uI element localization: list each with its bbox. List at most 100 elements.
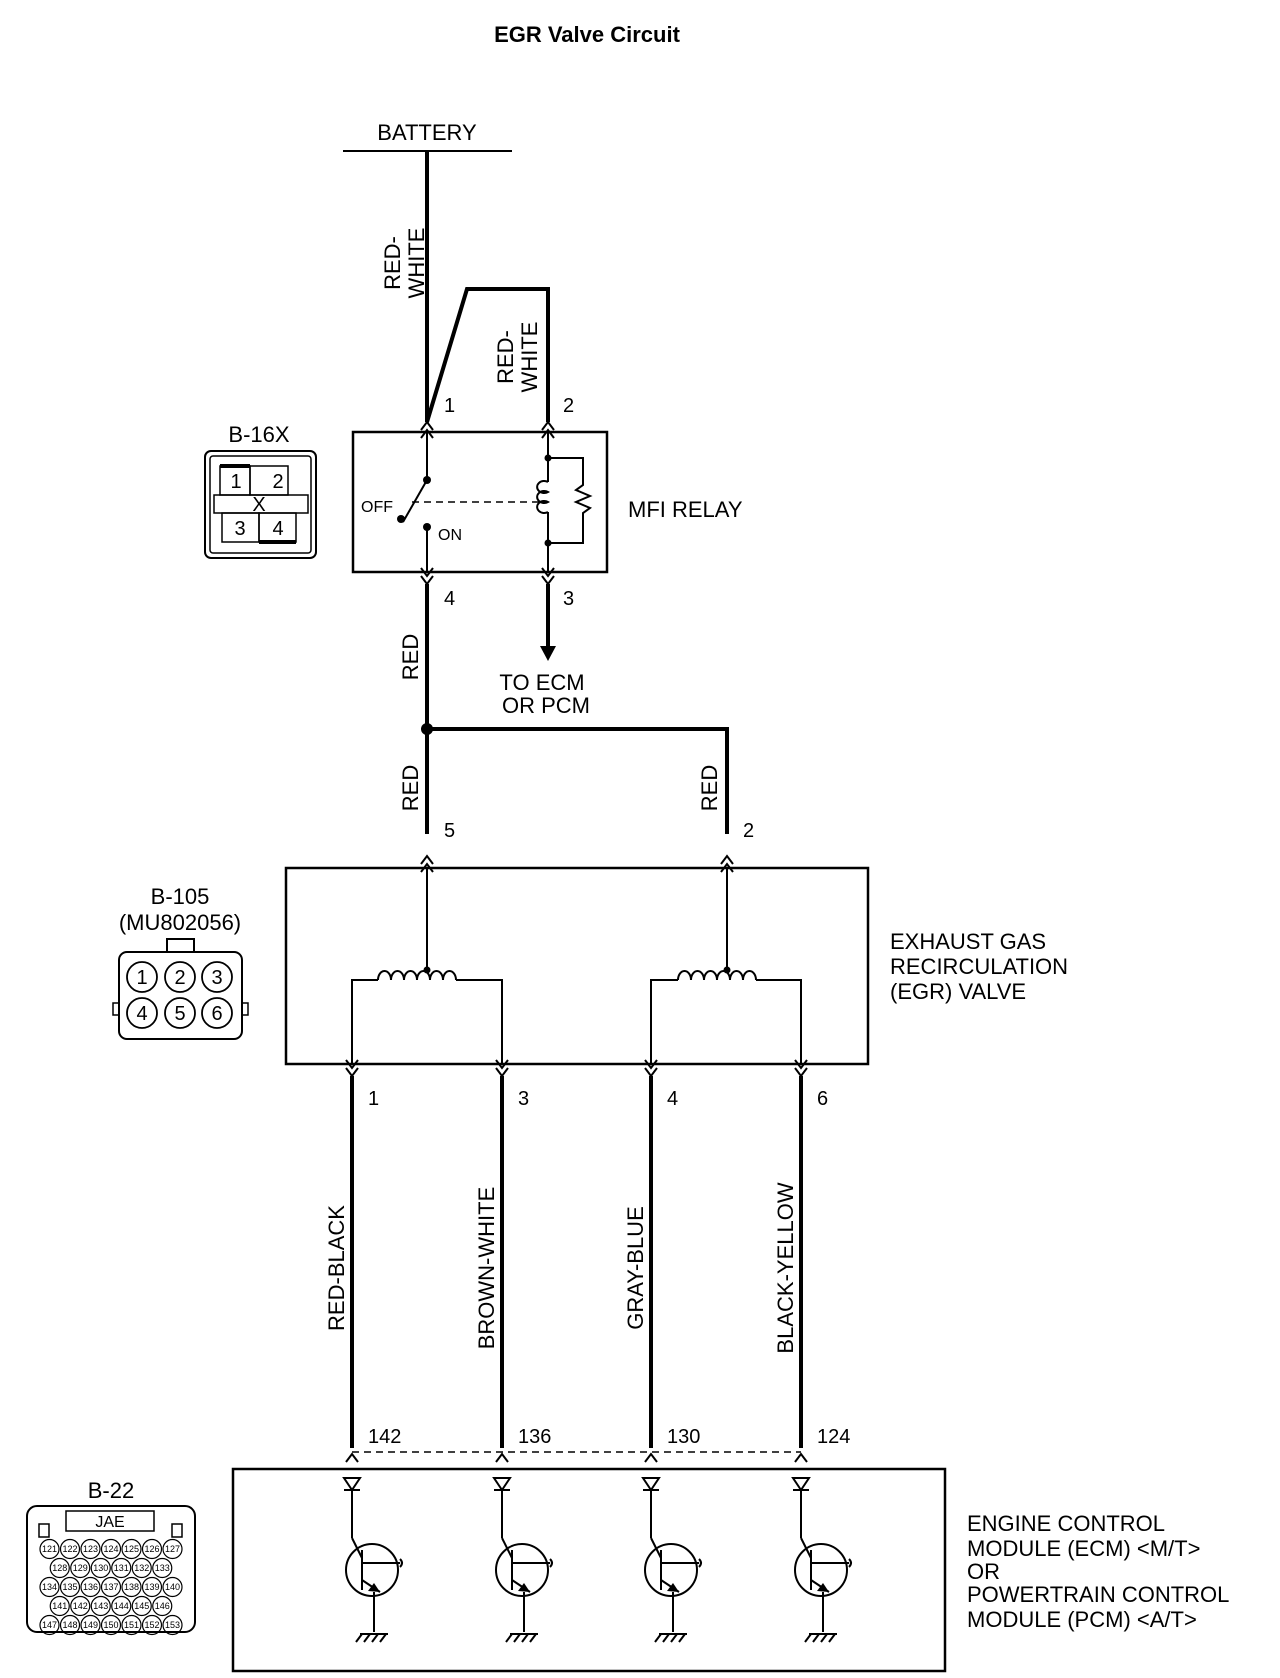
egr-output-wires — [350, 1076, 803, 1448]
b22-pin-label: 141 — [52, 1601, 67, 1611]
relay-pin3-arrow — [540, 646, 556, 661]
relay-switch-off-label: OFF — [361, 499, 393, 516]
b16x-pin-x: X — [252, 494, 265, 516]
b22-pin-circle — [121, 1576, 142, 1598]
b105-pin-1: 1 — [136, 967, 147, 989]
ecm-transistor-4 — [791, 1477, 852, 1643]
b105-pin-2: 2 — [174, 967, 185, 989]
b22-pin-label: 143 — [93, 1601, 108, 1611]
b22-pin-circle — [100, 1538, 122, 1560]
b22-pin-circle — [70, 1595, 91, 1617]
to-ecm-label: TO ECM — [499, 670, 584, 695]
ecm-box — [231, 1467, 947, 1673]
or-pcm-label: OR PCM — [502, 693, 590, 718]
b22-pin-circle — [59, 1576, 81, 1598]
b22-pin-circle — [70, 1557, 91, 1579]
b22-pin-label: 139 — [144, 1582, 159, 1592]
b22-pin-label: 151 — [124, 1620, 139, 1630]
relay-pin2-wire-color-label: RED- WHITE — [493, 322, 542, 393]
ecm-line3: OR — [967, 1559, 1000, 1584]
b22-pin-circle — [141, 1576, 163, 1598]
b22-pin-circle — [141, 1538, 163, 1560]
b22-pin-label: 146 — [155, 1601, 170, 1611]
b16x-pin-3: 3 — [234, 518, 245, 540]
b22-connector-brand: JAE — [95, 1514, 124, 1531]
ecm-line1: ENGINE CONTROL — [967, 1511, 1165, 1536]
b22-pin-label: 122 — [62, 1544, 77, 1554]
relay-pin4-wire-color-label: RED — [398, 634, 423, 680]
svg-text:WHITE: WHITE — [404, 228, 429, 299]
b22-pin-circle — [39, 1614, 60, 1636]
egr-out-pin-1: 1 — [368, 1088, 379, 1110]
b22-pin-label: 130 — [93, 1563, 108, 1573]
b22-pin-label: 131 — [114, 1563, 129, 1573]
b22-pin-circle — [152, 1557, 173, 1579]
b22-pin-circle — [162, 1576, 183, 1598]
b22-pin-label: 128 — [52, 1563, 67, 1573]
egr-name-line3: (EGR) VALVE — [890, 979, 1026, 1004]
b22-pin-label: 142 — [73, 1601, 88, 1611]
egr-coil-left — [351, 868, 503, 1064]
egr-name-line1: EXHAUST GAS — [890, 929, 1046, 954]
b22-pin-circle — [49, 1595, 70, 1617]
wire-label-brown-white: BROWN-WHITE — [474, 1187, 499, 1350]
b22-pin-label: 121 — [42, 1544, 57, 1554]
relay-coil — [536, 432, 593, 572]
b22-pin-label: 126 — [144, 1544, 159, 1554]
egr-connector-marks — [345, 854, 808, 1078]
b22-pin-circle — [141, 1614, 163, 1636]
egr-right-in-wire-color-label: RED — [697, 765, 722, 811]
b105-connector-label: B-105 — [151, 884, 210, 909]
egr-coil-right — [650, 868, 802, 1064]
b22-pin-label: 137 — [103, 1582, 118, 1592]
b22-pin-label: 138 — [124, 1582, 139, 1592]
b22-pin-circle — [111, 1595, 132, 1617]
b22-pin-circle — [111, 1557, 132, 1579]
mfi-relay-box — [351, 430, 609, 574]
b22-pin-circle — [59, 1614, 81, 1636]
battery-wire-color-label: RED- WHITE — [380, 228, 429, 299]
svg-text:WHITE: WHITE — [517, 322, 542, 393]
svg-text:GRAY-BLUE: GRAY-BLUE — [623, 1206, 648, 1330]
relay-connector-marks — [420, 420, 555, 586]
b22-pin-label: 134 — [42, 1582, 57, 1592]
svg-text:RED-: RED- — [493, 330, 518, 384]
b22-pin-label: 125 — [124, 1544, 139, 1554]
svg-text:BROWN-WHITE: BROWN-WHITE — [474, 1187, 499, 1350]
wire-label-gray-blue: GRAY-BLUE — [623, 1206, 648, 1330]
b22-pin-circle — [131, 1557, 152, 1579]
b22-pin-label: 123 — [83, 1544, 98, 1554]
mfi-relay-label: MFI RELAY — [628, 497, 743, 522]
b22-pin-label: 133 — [155, 1563, 170, 1573]
b22-pin-circle — [152, 1595, 173, 1617]
b22-pin-circle — [162, 1614, 183, 1636]
b22-pin-circle — [100, 1614, 122, 1636]
b22-pin-label: 153 — [165, 1620, 180, 1630]
relay-pin4-label: 4 — [444, 588, 455, 610]
relay-coil-feed-wire — [425, 287, 550, 423]
relay-switch — [397, 432, 540, 572]
egr-right-feed-wire — [427, 727, 729, 834]
svg-text:BLACK-YELLOW: BLACK-YELLOW — [773, 1182, 798, 1353]
egr-out-pin-4: 4 — [667, 1088, 678, 1110]
egr-valve-box — [284, 866, 870, 1066]
egr-out-pin-3: 3 — [518, 1088, 529, 1110]
b22-pin-label: 144 — [114, 1601, 129, 1611]
ecm-pin-142: 142 — [368, 1426, 401, 1448]
b22-connector-label: B-22 — [88, 1478, 134, 1503]
b22-pin-circle — [90, 1557, 111, 1579]
ecm-transistor-1 — [342, 1477, 403, 1643]
wire-label-black-yellow: BLACK-YELLOW — [773, 1182, 798, 1353]
b22-pin-circle — [80, 1576, 101, 1598]
b16x-connector-label: B-16X — [228, 422, 289, 447]
b22-pin-circle — [39, 1576, 60, 1598]
b105-pin-3: 3 — [211, 967, 222, 989]
b22-pin-label: 150 — [103, 1620, 118, 1630]
b22-pin-label: 149 — [83, 1620, 98, 1630]
egr-pin5-label: 5 — [444, 820, 455, 842]
b22-pin-circle — [121, 1614, 142, 1636]
ecm-pin-130: 130 — [667, 1426, 700, 1448]
b22-pin-label: 129 — [73, 1563, 88, 1573]
ecm-line4: POWERTRAIN CONTROL — [967, 1582, 1229, 1607]
